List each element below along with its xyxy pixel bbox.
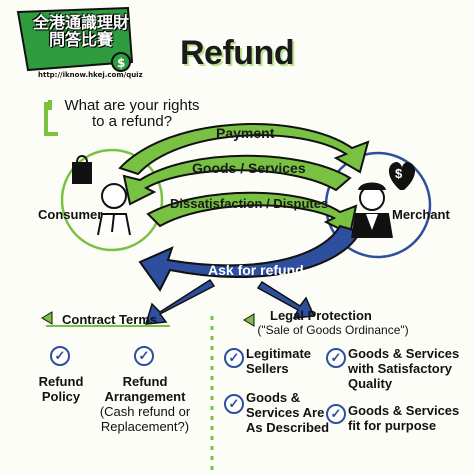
check-icon: ✓ [224, 348, 244, 368]
contract-terms-heading: Contract Terms [62, 312, 158, 327]
legal-item: Goods & Services with Satisfactory Quali… [348, 346, 460, 391]
legal-item: Goods & Services Are As Described [246, 390, 330, 435]
contract-heading-marker [41, 311, 53, 325]
down-arrow-left [144, 278, 216, 325]
check-icon: ✓ [326, 348, 346, 368]
legal-item: Legitimate Sellers [246, 346, 312, 376]
dollar-heart-icon [388, 162, 416, 190]
consumer-label: Consumer [38, 207, 103, 222]
contract-item-sub: (Cash refund or Replacement?) [99, 404, 191, 434]
payment-label: Payment [216, 125, 275, 141]
legal-protection-subheading: ("Sale of Goods Ordinance") [257, 323, 409, 337]
goods-label: Goods / Services [192, 160, 306, 176]
shopping-bag-icon [72, 155, 92, 184]
quiz-badge: $ 全港通識理財問答比賽 http://iknow.hkej.com/quiz [8, 4, 143, 84]
check-icon: ✓ [224, 394, 244, 414]
badge-title: 全港通識理財問答比賽 [32, 13, 129, 49]
down-arrow-right [256, 280, 316, 319]
legal-protection-heading: Legal Protection [270, 308, 372, 323]
legal-heading-marker [243, 313, 255, 327]
merchant-figure-icon [351, 182, 393, 239]
contract-item-title: Refund Arrangement [104, 374, 186, 404]
check-icon: ✓ [50, 346, 70, 366]
badge-url: http://iknow.hkej.com/quiz [38, 71, 143, 79]
question-box: What are your rights to a refund? [42, 96, 202, 140]
consumer-figure-icon [97, 183, 131, 236]
legal-item: Goods & Services fit for purpose [348, 403, 460, 433]
contract-item: Refund Arrangement (Cash refund or Repla… [86, 374, 204, 434]
merchant-label: Merchant [392, 207, 450, 222]
ask-refund-label: Ask for refund [208, 262, 304, 278]
ask-refund-arrow [138, 224, 362, 292]
contract-item: Refund Policy [38, 374, 84, 404]
check-icon: ✓ [326, 404, 346, 424]
question-marker-icon [44, 100, 58, 136]
svg-text:$: $ [117, 56, 125, 70]
page-title: Refund [180, 34, 295, 72]
check-icon: ✓ [134, 346, 154, 366]
dollar-sign-icon: $ [395, 166, 403, 181]
consumer-circle [60, 148, 164, 252]
payment-arrow [118, 123, 370, 176]
badge-shape-icon: $ [16, 6, 134, 72]
question-text: What are your rights to a refund? [64, 97, 200, 130]
goods-arrow [122, 154, 352, 206]
dissatisfaction-label: Dissatisfaction / Disputes [170, 196, 329, 211]
